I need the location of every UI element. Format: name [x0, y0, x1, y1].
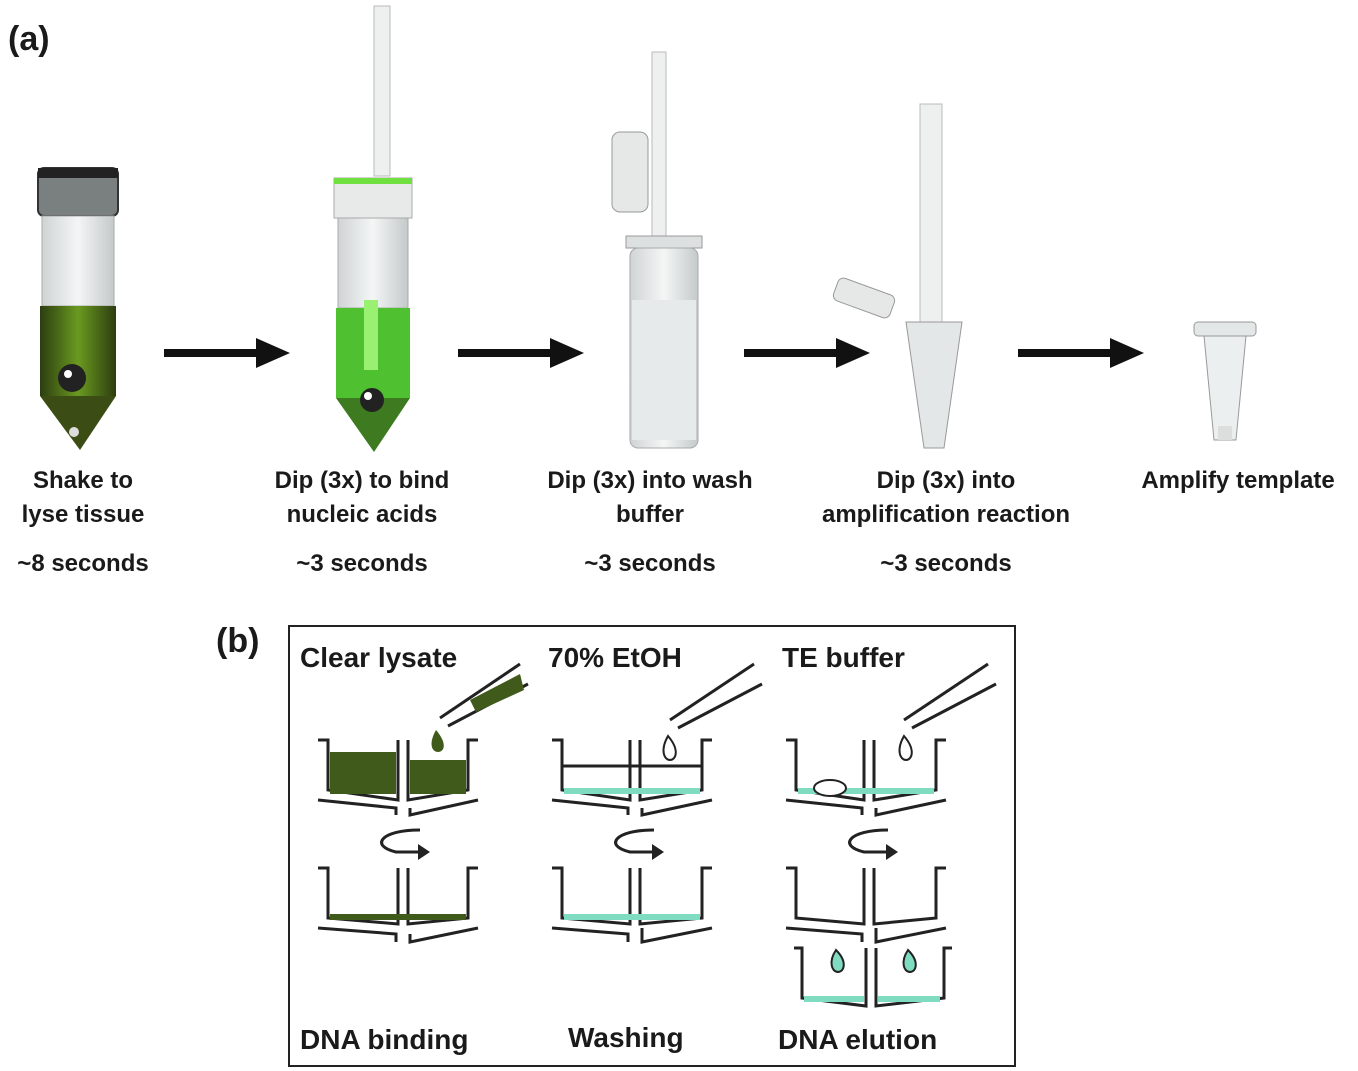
panel-a-illustration	[37, 5, 1257, 452]
step-2-line1: Dip (3x) to bind	[274, 467, 450, 494]
step-4-line2: amplification reaction	[821, 501, 1071, 528]
step-3-line2: buffer	[616, 501, 684, 528]
arrow-3	[744, 338, 870, 368]
step-1-line2: lyse tissue	[21, 501, 145, 528]
step-5-label: Amplify template	[1118, 464, 1358, 498]
stage-dna-elution: DNA elution	[778, 1024, 938, 1055]
arrow-2	[458, 338, 584, 368]
step-4-time: ~3 seconds	[880, 550, 1012, 577]
step-4-line1: Dip (3x) into	[876, 467, 1016, 494]
reagent-clear-lysate: Clear lysate	[300, 642, 458, 673]
step-2-label: Dip (3x) to bind nucleic acids	[242, 464, 482, 532]
panel-a-label: (a)	[8, 20, 50, 58]
step-3-line1: Dip (3x) into wash	[547, 467, 753, 494]
lysis-tube	[37, 167, 119, 450]
arrow-1	[164, 338, 290, 368]
pcr-tube	[1193, 321, 1257, 441]
step-2-line2: nucleic acids	[286, 501, 438, 528]
step-4-label: Dip (3x) into amplification reaction	[790, 464, 1102, 532]
reagent-te-buffer: TE buffer	[782, 642, 905, 673]
stage-washing: Washing	[568, 1022, 684, 1053]
step-2-time: ~3 seconds	[296, 550, 428, 577]
arrow-4	[1018, 338, 1144, 368]
stage-dna-binding: DNA binding	[300, 1024, 469, 1055]
wash-tube	[611, 51, 703, 449]
panel-b-label: (b)	[216, 622, 260, 660]
amplification-tube	[832, 103, 963, 449]
step-3-label: Dip (3x) into wash buffer	[518, 464, 782, 532]
step-3-time: ~3 seconds	[584, 550, 716, 577]
step-5-line1: Amplify template	[1141, 467, 1335, 494]
binding-tube	[333, 5, 413, 452]
step-1-label: Shake to lyse tissue	[0, 464, 166, 532]
step-1-time: ~8 seconds	[17, 550, 149, 577]
reagent-ethanol: 70% EtOH	[548, 642, 682, 673]
step-1-line1: Shake to	[32, 467, 134, 494]
panel-b-frame	[288, 625, 1016, 1067]
